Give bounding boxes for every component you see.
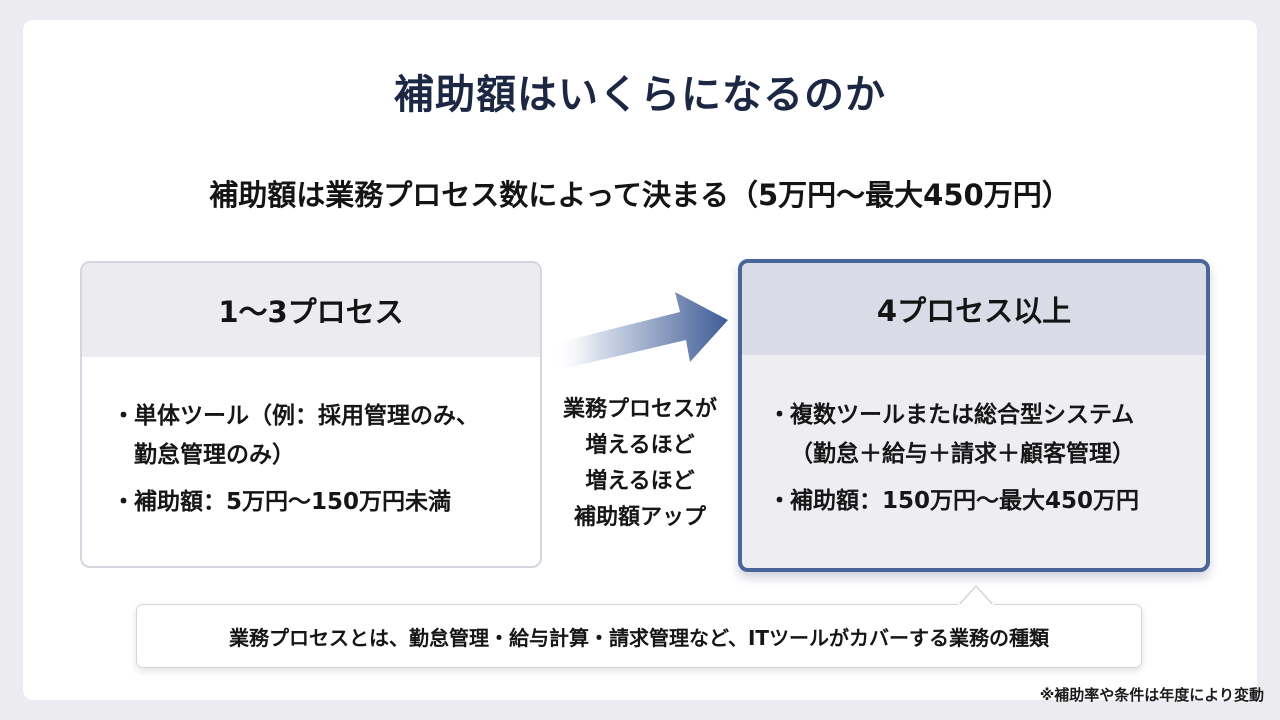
bullet-item: ・ 単体ツール（例：採用管理のみ、 勤怠管理のみ）	[112, 397, 540, 475]
bullet-text: 複数ツールまたは総合型システム （勤怠＋給与＋請求＋顧客管理）	[790, 402, 1135, 467]
bullet-marker: ・	[112, 489, 135, 515]
card-4-plus-processes: 4プロセス以上 ・ 複数ツールまたは総合型システム （勤怠＋給与＋請求＋顧客管理…	[738, 259, 1210, 572]
card-heading: 1〜3プロセス	[82, 263, 540, 357]
bullet-text: 単体ツール（例：採用管理のみ、 勤怠管理のみ）	[134, 403, 479, 468]
bullet-item: ・ 補助額：150万円〜最大450万円	[768, 482, 1206, 521]
callout-pointer-icon	[958, 585, 994, 606]
arrow-right-gradient-icon	[552, 292, 728, 370]
subtitle: 補助額は業務プロセス数によって決まる（5万円〜最大450万円）	[209, 178, 1071, 212]
page-title: 補助額はいくらになるのか	[394, 72, 886, 118]
bullet-marker: ・	[768, 402, 791, 428]
bullet-item: ・ 複数ツールまたは総合型システム （勤怠＋給与＋請求＋顧客管理）	[768, 396, 1206, 474]
bullet-marker: ・	[112, 403, 135, 429]
footnote: ※補助率や条件は年度により変動	[1039, 686, 1264, 704]
bullet-text: 補助額：150万円〜最大450万円	[790, 488, 1140, 514]
bullet-item: ・ 補助額：5万円〜150万円未満	[112, 483, 540, 522]
bullet-text: 補助額：5万円〜150万円未満	[134, 489, 452, 515]
bullet-marker: ・	[768, 488, 791, 514]
card-body: ・ 単体ツール（例：採用管理のみ、 勤怠管理のみ） ・ 補助額：5万円〜150万…	[82, 357, 540, 522]
card-body: ・ 複数ツールまたは総合型システム （勤怠＋給与＋請求＋顧客管理） ・ 補助額：…	[742, 355, 1206, 521]
card-heading: 4プロセス以上	[742, 263, 1206, 355]
definition-callout: 業務プロセスとは、勤怠管理・給与計算・請求管理など、ITツールがカバーする業務の…	[136, 604, 1142, 668]
process-increase-label: 業務プロセスが 増えるほど 増えるほど 補助額アップ	[562, 397, 717, 530]
card-1-3-processes: 1〜3プロセス ・ 単体ツール（例：採用管理のみ、 勤怠管理のみ） ・ 補助額：…	[80, 261, 542, 568]
